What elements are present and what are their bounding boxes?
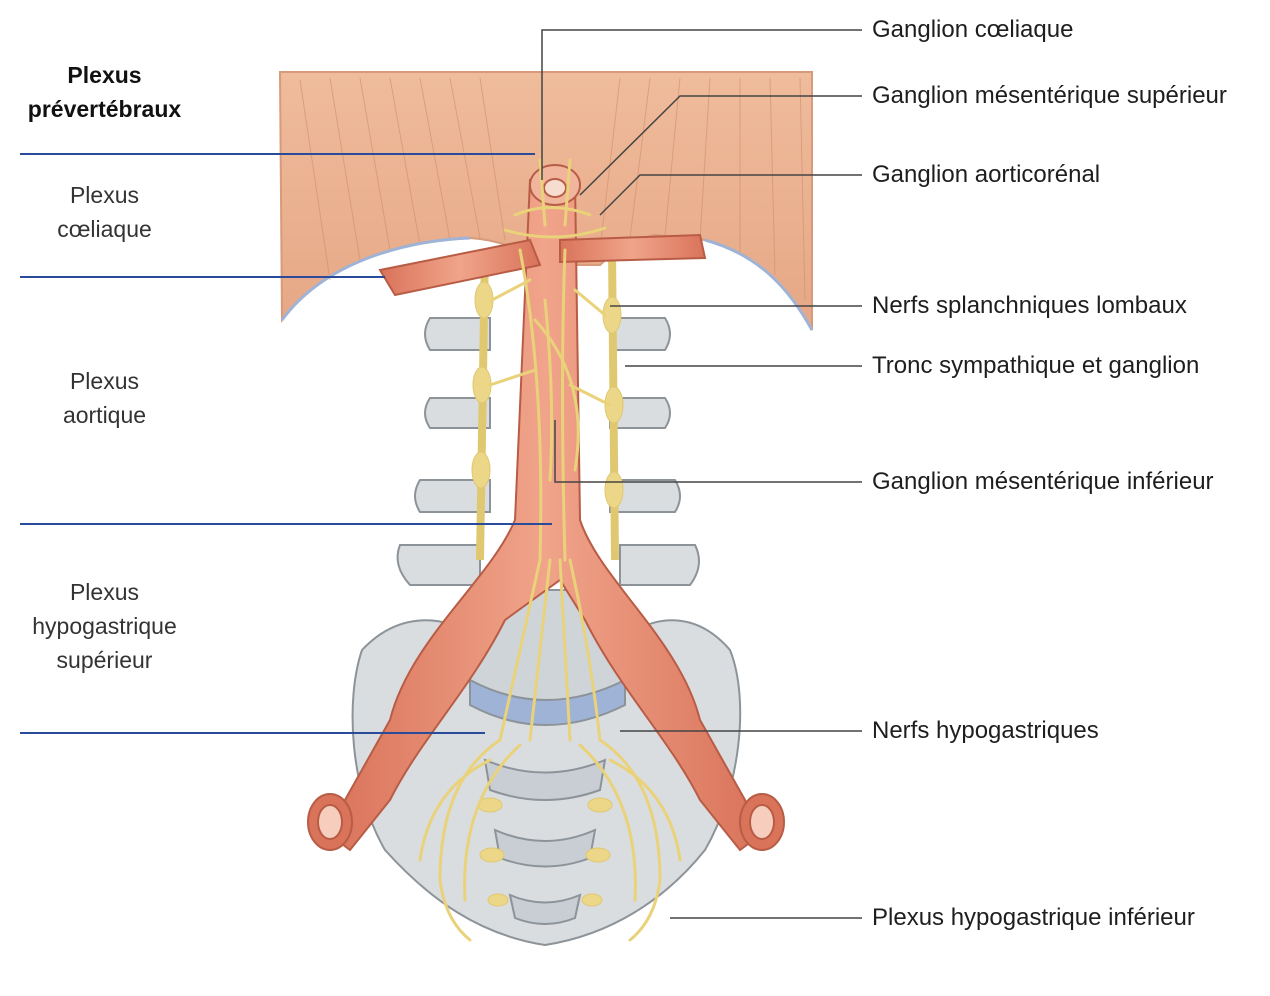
prevertebral-plexus-heading: Plexus prévertébraux [12, 58, 197, 126]
heading-line-2: prévertébraux [12, 92, 197, 126]
celiac-plexus-label: Plexus cœliaque [12, 178, 197, 246]
label-sympathetic-trunk: Tronc sympathique et ganglion [872, 349, 1199, 383]
aortic-plexus-label: Plexus aortique [12, 364, 197, 432]
sup-hypogastric-line-2: hypogastrique [12, 609, 197, 643]
sup-hypogastric-line-3: supérieur [12, 643, 197, 677]
label-hypogastric-nerves: Nerfs hypogastriques [872, 714, 1099, 748]
label-superior-mesenteric-ganglion: Ganglion mésentérique supérieur [872, 79, 1227, 113]
label-inferior-hypogastric-plexus: Plexus hypogastrique inférieur [872, 901, 1195, 935]
label-lumbar-splanchnic-nerves: Nerfs splanchniques lombaux [872, 289, 1187, 323]
celiac-line-1: Plexus [12, 178, 197, 212]
sup-hypogastric-line-1: Plexus [12, 575, 197, 609]
aortic-line-1: Plexus [12, 364, 197, 398]
aortic-line-2: aortique [12, 398, 197, 432]
label-aorticorenal-ganglion: Ganglion aorticorénal [872, 158, 1100, 192]
heading-line-1: Plexus [12, 58, 197, 92]
celiac-line-2: cœliaque [12, 212, 197, 246]
label-inferior-mesenteric-ganglion: Ganglion mésentérique inférieur [872, 465, 1214, 499]
label-celiac-ganglion: Ganglion cœliaque [872, 13, 1073, 47]
superior-hypogastric-plexus-label: Plexus hypogastrique supérieur [12, 575, 197, 677]
